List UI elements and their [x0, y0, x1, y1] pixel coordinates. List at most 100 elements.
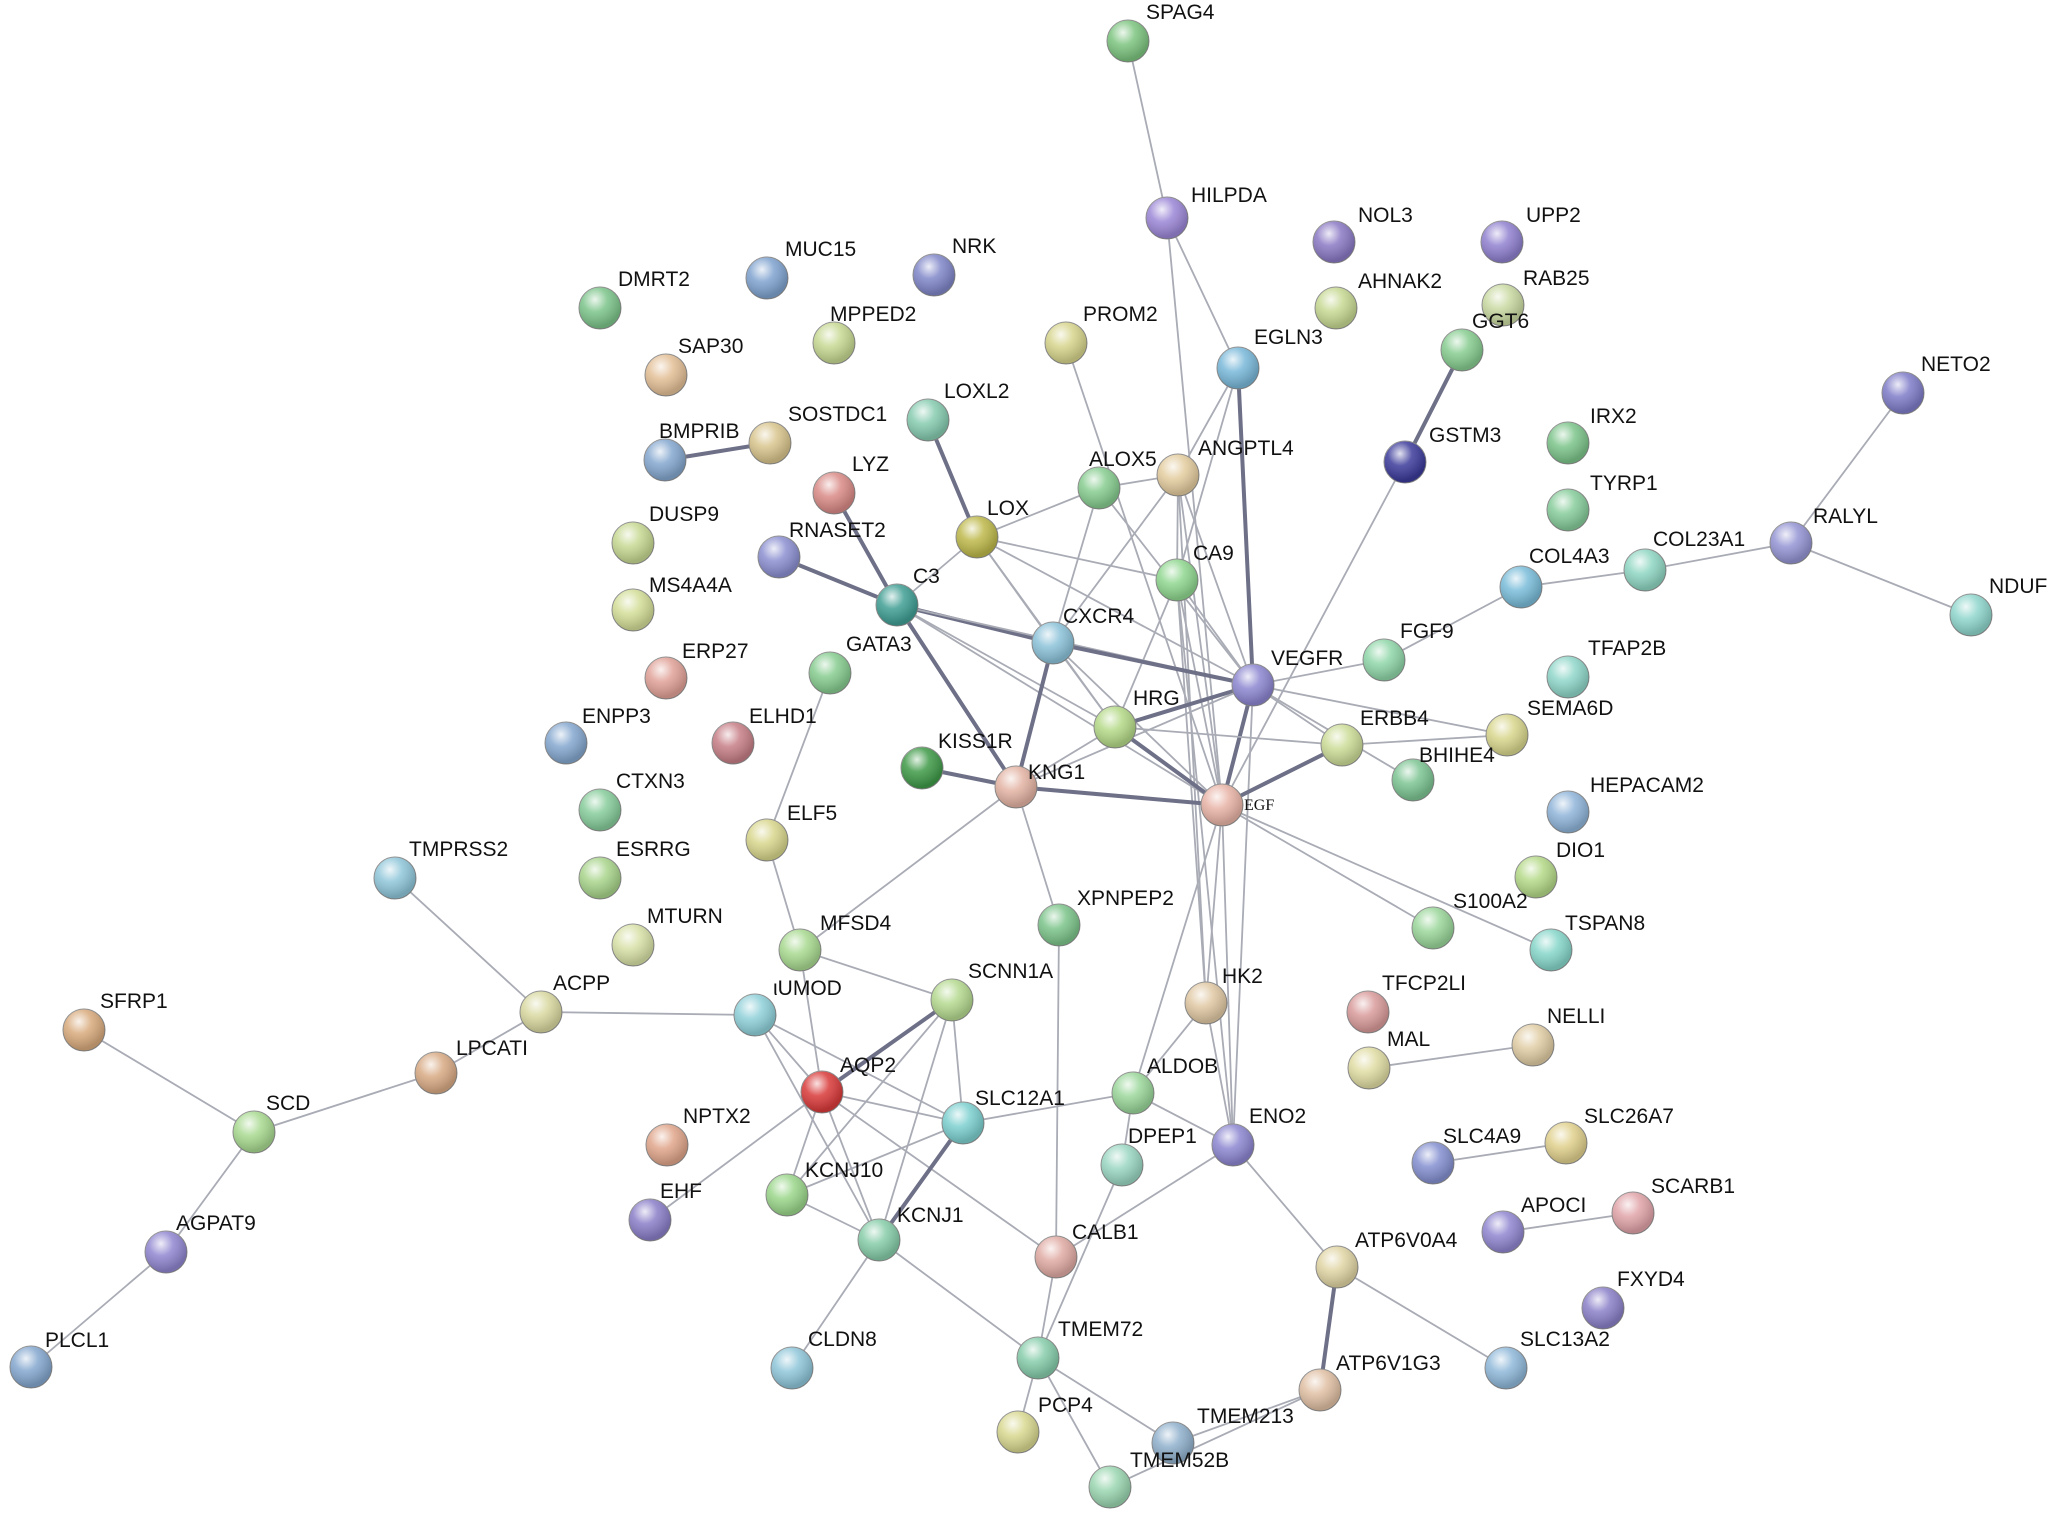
node-eno2[interactable]: ENO2	[1211, 1105, 1306, 1167]
node-ehf[interactable]: EHF	[628, 1180, 702, 1242]
node-gstm3[interactable]: GSTM3	[1383, 424, 1501, 484]
node-bhihe4[interactable]: BHIHE4	[1391, 744, 1495, 802]
node-gata3[interactable]: GATA3	[808, 633, 912, 695]
node-nptx2[interactable]: NPTX2	[645, 1105, 751, 1167]
node-slc13a2[interactable]: SLC13A2	[1484, 1328, 1610, 1390]
node-label: CTXN3	[616, 770, 685, 793]
node-tmem213[interactable]: TMEM213	[1151, 1405, 1294, 1465]
node-loxl2[interactable]: LOXL2	[906, 380, 1009, 442]
node-tyrp1[interactable]: TYRP1	[1546, 472, 1658, 532]
node-scarb1[interactable]: SCARB1	[1611, 1175, 1735, 1235]
node-nrk[interactable]: NRK	[912, 235, 996, 297]
node-dio1[interactable]: DIO1	[1514, 839, 1605, 899]
node-erp27[interactable]: ERP27	[644, 640, 749, 700]
node-prom2[interactable]: PROM2	[1044, 303, 1158, 365]
node-ahnak2[interactable]: AHNAK2	[1314, 270, 1442, 330]
node-ca9[interactable]: CA9	[1155, 542, 1234, 602]
node-kiss1r[interactable]: KISS1R	[900, 730, 1013, 790]
node-cldn8[interactable]: CLDN8	[770, 1328, 877, 1390]
node-scd[interactable]: SCD	[232, 1092, 310, 1154]
node-calb1[interactable]: CALB1	[1034, 1221, 1139, 1279]
node-slc12a1[interactable]: SLC12A1	[941, 1087, 1065, 1145]
node-xpnpep2[interactable]: XPNPEP2	[1037, 887, 1174, 947]
node-col23a1[interactable]: COL23A1	[1623, 528, 1745, 592]
node-elhd1[interactable]: ELHD1	[711, 705, 817, 765]
node-atp6v0a4[interactable]: ATP6V0A4	[1315, 1229, 1458, 1289]
node-tmem72[interactable]: TMEM72	[1016, 1318, 1143, 1380]
node-pcp4[interactable]: PCP4	[996, 1394, 1093, 1454]
node-slc26a7[interactable]: SLC26A7	[1544, 1105, 1674, 1165]
node-label: SLC13A2	[1520, 1328, 1610, 1351]
node-elf5[interactable]: ELF5	[745, 802, 837, 862]
node-c3[interactable]: C3	[875, 565, 940, 627]
node-hepacam2[interactable]: HEPACAM2	[1546, 774, 1704, 834]
node-enpp3[interactable]: ENPP3	[544, 705, 651, 765]
node-alox5[interactable]: ALOX5	[1077, 448, 1157, 510]
node-hilpda[interactable]: HILPDA	[1145, 184, 1267, 240]
node-irx2[interactable]: IRX2	[1546, 405, 1637, 465]
node-nol3[interactable]: NOL3	[1312, 204, 1413, 264]
node-neto2[interactable]: NETO2	[1881, 353, 1991, 415]
node-tmem52b[interactable]: TMEM52B	[1088, 1449, 1229, 1509]
node-s100a2[interactable]: S100A2	[1411, 890, 1528, 950]
node-tspan8[interactable]: TSPAN8	[1529, 912, 1645, 972]
node-aqp2[interactable]: AQP2	[800, 1054, 896, 1114]
node-ctxn3[interactable]: CTXN3	[578, 770, 685, 832]
node-erbb4[interactable]: ERBB4	[1320, 707, 1429, 767]
node-egf[interactable]: EGF	[1200, 783, 1274, 827]
node-nelli[interactable]: NELLI	[1511, 1005, 1605, 1067]
node-col4a3[interactable]: COL4A3	[1499, 545, 1610, 609]
node-mpped2[interactable]: MPPED2	[812, 303, 916, 365]
node-vegfr[interactable]: VEGFR	[1231, 647, 1343, 707]
node-agpat9[interactable]: AGPAT9	[144, 1212, 256, 1274]
node-ralyl[interactable]: RALYL	[1769, 505, 1878, 565]
node-sostdc1[interactable]: SOSTDC1	[748, 403, 887, 465]
node-tmprss2[interactable]: TMPRSS2	[373, 838, 508, 900]
node-aldob[interactable]: ALDOB	[1111, 1055, 1218, 1115]
node-hrg[interactable]: HRG	[1093, 687, 1180, 749]
node-spag4[interactable]: SPAG4	[1106, 1, 1215, 63]
node-hk2[interactable]: HK2	[1184, 965, 1263, 1025]
node-esrrg[interactable]: ESRRG	[578, 838, 691, 900]
node-plcl1[interactable]: PLCL1	[9, 1329, 109, 1389]
node-rab25[interactable]: RAB25	[1481, 267, 1590, 327]
node-dusp9[interactable]: DUSP9	[611, 503, 719, 565]
node-dpep1[interactable]: DPEP1	[1100, 1125, 1197, 1187]
node-cxcr4[interactable]: CXCR4	[1031, 605, 1135, 665]
node-sfrp1[interactable]: SFRP1	[62, 990, 168, 1052]
node-kcnj1[interactable]: KCNJ1	[857, 1204, 964, 1262]
node-kcnj10[interactable]: KCNJ10	[765, 1159, 883, 1217]
node-upp2[interactable]: UPP2	[1480, 204, 1581, 264]
node-atp6v1g3[interactable]: ATP6V1G3	[1298, 1352, 1441, 1412]
node-nduf[interactable]: NDUF	[1949, 575, 2047, 637]
node-gloss	[1032, 622, 1074, 664]
node-slc4a9[interactable]: SLC4A9	[1411, 1125, 1521, 1185]
node-kng1[interactable]: KNG1	[994, 761, 1085, 809]
node-dmrt2[interactable]: DMRT2	[578, 268, 690, 330]
node-rnaset2[interactable]: RNASET2	[757, 519, 886, 579]
node-mal[interactable]: MAL	[1347, 1028, 1430, 1090]
node-fxyd4[interactable]: FXYD4	[1581, 1268, 1685, 1330]
node-ms4a4a[interactable]: MS4A4A	[611, 574, 732, 632]
node-apoci[interactable]: APOCI	[1481, 1194, 1586, 1254]
node-angptl4[interactable]: ANGPTL4	[1156, 437, 1294, 497]
node-umod[interactable]: ιUMOD	[733, 977, 842, 1037]
node-label: AGPAT9	[176, 1212, 256, 1235]
node-muc15[interactable]: MUC15	[745, 238, 856, 300]
node-bmprib[interactable]: BMPRIB	[643, 420, 740, 482]
node-ggt6[interactable]: GGT6	[1440, 310, 1529, 372]
node-tfap2b[interactable]: TFAP2B	[1546, 637, 1666, 699]
node-lox[interactable]: LOX	[955, 497, 1029, 559]
node-fgf9[interactable]: FGF9	[1362, 620, 1454, 682]
node-sema6d[interactable]: SEMA6D	[1485, 697, 1613, 757]
node-acpp[interactable]: ACPP	[519, 972, 610, 1034]
node-gloss	[876, 584, 918, 626]
node-lyz[interactable]: LYZ	[812, 453, 889, 515]
node-egln3[interactable]: EGLN3	[1216, 326, 1323, 390]
node-scnn1a[interactable]: SCNN1A	[930, 960, 1053, 1022]
node-mfsd4[interactable]: MFSD4	[778, 912, 891, 972]
node-sap30[interactable]: SAP30	[644, 335, 743, 397]
node-tfcp2li[interactable]: TFCP2LI	[1346, 972, 1466, 1034]
node-lpcati[interactable]: LPCATI	[414, 1037, 528, 1095]
node-mturn[interactable]: MTURN	[611, 905, 723, 967]
